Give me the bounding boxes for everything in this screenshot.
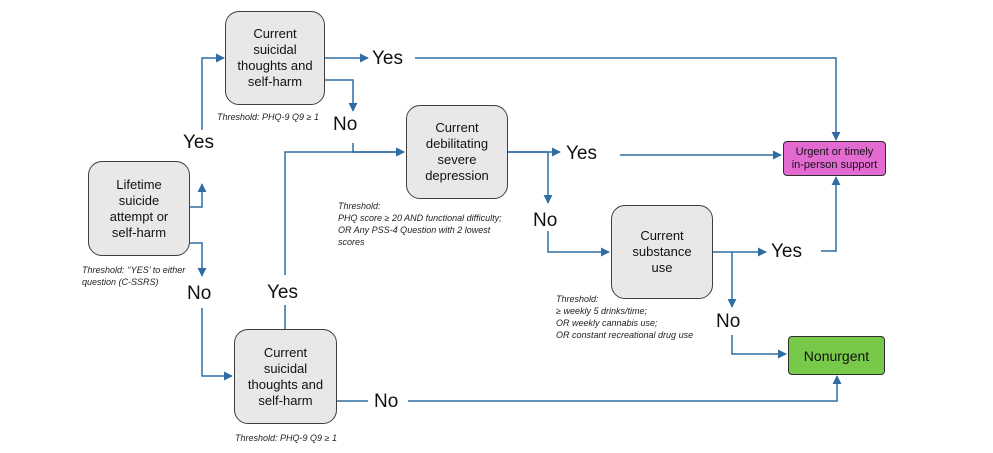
arrow-yes-to-suicidal-top bbox=[201, 53, 225, 130]
threshold-debilitating: Threshold: PHQ score ≥ 20 AND functional… bbox=[338, 201, 502, 247]
arrow-lifetime-to-no bbox=[190, 242, 207, 277]
arrow-yes-to-urgent bbox=[415, 57, 841, 141]
arrow-suicidal-top-to-no bbox=[325, 79, 358, 112]
label-yes-substance: Yes bbox=[771, 241, 802, 262]
label-no-substance: No bbox=[716, 311, 741, 332]
arrow-no-to-suicidal-bottom bbox=[201, 308, 233, 381]
arrow-no-to-debilitating bbox=[352, 143, 405, 157]
node-current-substance-use: Current substance use bbox=[611, 205, 713, 299]
label-yes-suicidal-top: Yes bbox=[372, 48, 403, 69]
label-yes-suicidal-bottom: Yes bbox=[267, 282, 298, 303]
node-current-suicidal-thoughts-top: Current suicidal thoughts and self-harm bbox=[225, 11, 325, 105]
arrow-no-to-substance bbox=[547, 231, 610, 257]
arrow-bottom-yes-to-debilitating bbox=[284, 147, 405, 275]
threshold-substance: Threshold: ≥ weekly 5 drinks/time; OR we… bbox=[556, 294, 694, 340]
outcome-urgent-support: Urgent or timely in-person support bbox=[783, 141, 886, 176]
label-no-suicidal-top: No bbox=[333, 114, 358, 135]
threshold-suicidal-top: Threshold: PHQ-9 Q9 ≥ 1 bbox=[217, 112, 319, 122]
outcome-nonurgent: Nonurgent bbox=[788, 336, 885, 375]
label-yes-debilitating: Yes bbox=[566, 143, 597, 164]
label-no-debilitating: No bbox=[533, 210, 558, 231]
arrow-debilitating-to-no bbox=[508, 151, 553, 204]
arrow-lifetime-to-yes bbox=[190, 183, 207, 208]
label-yes-lifetime: Yes bbox=[183, 132, 214, 153]
threshold-suicidal-bottom: Threshold: PHQ-9 Q9 ≥ 1 bbox=[235, 433, 337, 443]
label-no-suicidal-bottom: No bbox=[374, 391, 399, 412]
arrow-yes-to-urgent-low bbox=[821, 176, 841, 252]
node-lifetime-suicide-attempt: Lifetime suicide attempt or self-harm bbox=[88, 161, 190, 256]
node-current-debilitating-depression: Current debilitating severe depression bbox=[406, 105, 508, 199]
arrow-no-to-nonurgent-bottom bbox=[408, 375, 842, 402]
label-no-lifetime: No bbox=[187, 283, 212, 304]
arrow-no-to-nonurgent bbox=[731, 335, 787, 359]
node-current-suicidal-thoughts-bottom: Current suicidal thoughts and self-harm bbox=[234, 329, 337, 424]
threshold-lifetime: Threshold: ‘‘YES’ to either question (C-… bbox=[82, 265, 186, 287]
